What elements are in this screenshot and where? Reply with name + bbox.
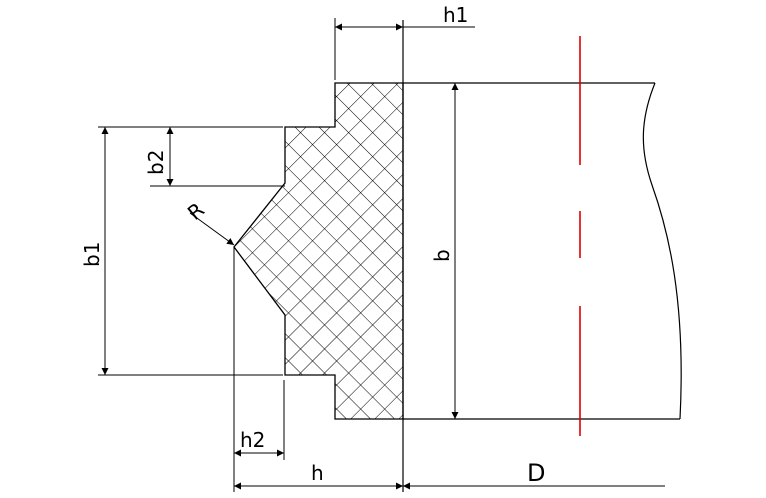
label-h2: h2 [240, 428, 265, 452]
label-b2: b2 [144, 150, 168, 175]
break-line [642, 82, 682, 420]
seal-profile [233, 82, 404, 420]
label-r: R [183, 197, 209, 224]
label-d: D [527, 459, 545, 487]
dim-r-leader [189, 212, 235, 246]
dimension-lines [101, 23, 665, 490]
label-b1: b1 [80, 242, 104, 267]
seal-hatch-fill [233, 82, 404, 420]
label-h: h [311, 461, 324, 485]
label-b: b [430, 249, 454, 262]
label-h1: h1 [443, 3, 468, 27]
housing-outline [402, 20, 682, 492]
